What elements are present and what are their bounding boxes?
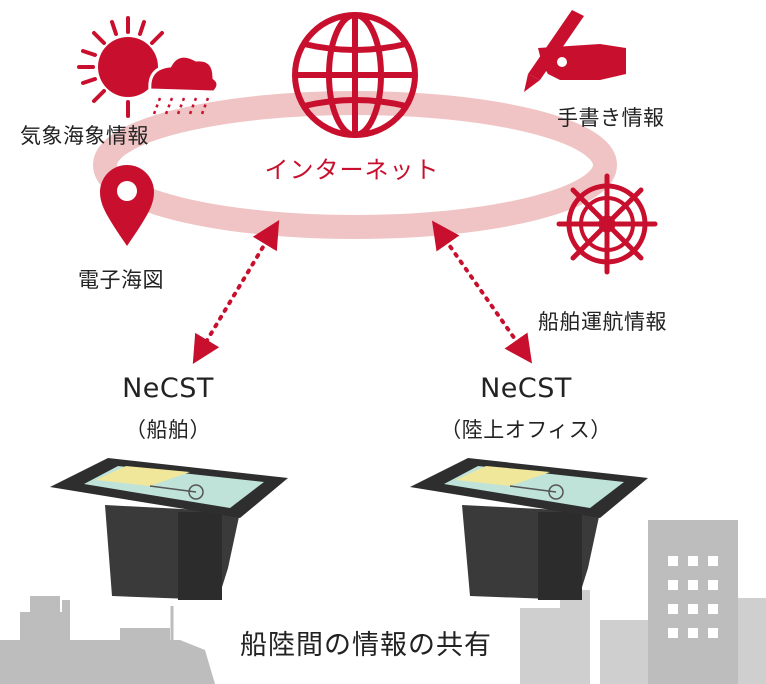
internet-label: インターネット bbox=[264, 156, 440, 184]
ship-terminal-location: （船舶） bbox=[125, 418, 211, 442]
ship-link-arrow bbox=[192, 219, 280, 365]
sharing-caption: 船陸間の情報の共有 bbox=[240, 630, 492, 661]
ship-silhouette bbox=[0, 596, 215, 684]
necst-table-office bbox=[410, 458, 648, 600]
office-terminal-location: （陸上オフィス） bbox=[440, 418, 612, 442]
weather-info-label: 気象海象情報 bbox=[20, 124, 149, 148]
city-silhouette bbox=[520, 520, 766, 684]
map-pin-icon bbox=[100, 165, 154, 246]
office-link-arrow bbox=[431, 220, 533, 364]
globe-icon bbox=[292, 12, 418, 138]
necst-table-ship bbox=[50, 458, 288, 600]
handwritten-info-label: 手書き情報 bbox=[557, 106, 665, 130]
ship-terminal-name: NeCST bbox=[122, 373, 214, 404]
sun-cloud-rain-icon bbox=[77, 16, 220, 118]
hand-pen-icon bbox=[524, 10, 626, 92]
ship-navigation-info-label: 船舶運航情報 bbox=[538, 310, 667, 334]
office-terminal-name: NeCST bbox=[480, 373, 572, 404]
electronic-chart-label: 電子海図 bbox=[78, 268, 164, 292]
ship-wheel-icon bbox=[556, 173, 658, 275]
